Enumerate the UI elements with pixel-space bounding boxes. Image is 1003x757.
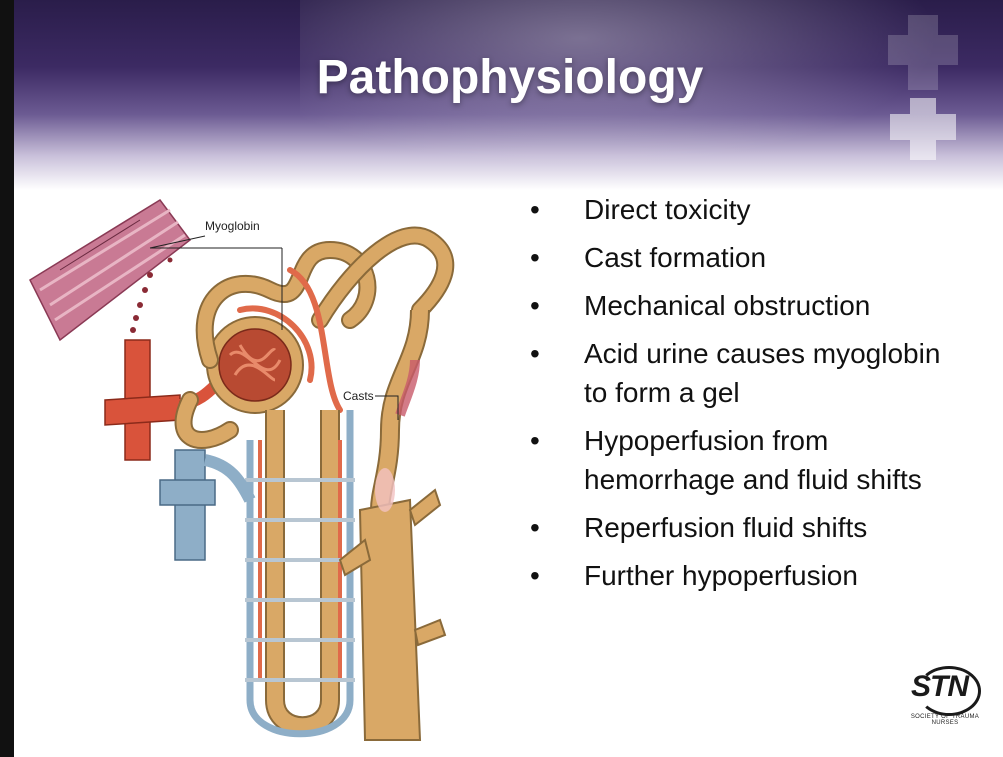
bullet-text: Hypoperfusion from hemorrhage and fluid … (584, 425, 922, 495)
bullet-marker: • (530, 286, 540, 325)
cross-icon-bottom (890, 98, 956, 160)
bullet-text: Reperfusion fluid shifts (584, 512, 867, 543)
bullet-marker: • (530, 556, 540, 595)
logo-mark: STN (911, 670, 968, 704)
bullet-item: • Reperfusion fluid shifts (530, 508, 970, 547)
bullet-marker: • (530, 421, 540, 460)
bullet-item: • Acid urine causes myoglobin to form a g… (530, 334, 970, 412)
bullet-marker: • (530, 190, 540, 229)
bullet-marker: • (530, 238, 540, 277)
loop-of-henle (245, 410, 355, 734)
bullet-marker: • (530, 508, 540, 547)
bullet-text: Mechanical obstruction (584, 290, 870, 321)
muscle-bundle (30, 200, 190, 340)
stn-logo: STN SOCIETY OF TRAUMA NURSES (905, 670, 985, 740)
cross-icon-top (888, 15, 958, 90)
bullet-list: • Direct toxicity • Cast formation • Mechan… (530, 190, 970, 604)
slide-title: Pathophysiology (200, 50, 820, 105)
collecting-duct (340, 310, 445, 740)
bullet-text: Acid urine causes myoglobin to form a ge… (584, 338, 940, 408)
logo-subtitle: SOCIETY OF TRAUMA NURSES (905, 714, 985, 726)
bullet-text: Cast formation (584, 242, 766, 273)
bullet-item: • Cast formation (530, 238, 970, 277)
glomerulus (207, 317, 303, 413)
bullet-item: • Hypoperfusion from hemorrhage and fluid… (530, 421, 970, 499)
bullet-item: • Direct toxicity (530, 190, 970, 229)
label-casts-text: Casts (343, 389, 374, 403)
bullet-marker: • (530, 334, 540, 373)
nephron-illustration: Myoglobin Casts (20, 180, 470, 750)
bullet-item: • Mechanical obstruction (530, 286, 970, 325)
label-myoglobin-text: Myoglobin (205, 219, 260, 233)
bullet-text: Further hypoperfusion (584, 560, 858, 591)
left-border (0, 0, 14, 757)
renal-vein (160, 450, 250, 560)
cross-decoration (880, 10, 970, 170)
bullet-item: • Further hypoperfusion (530, 556, 970, 595)
bullet-text: Direct toxicity (584, 194, 750, 225)
